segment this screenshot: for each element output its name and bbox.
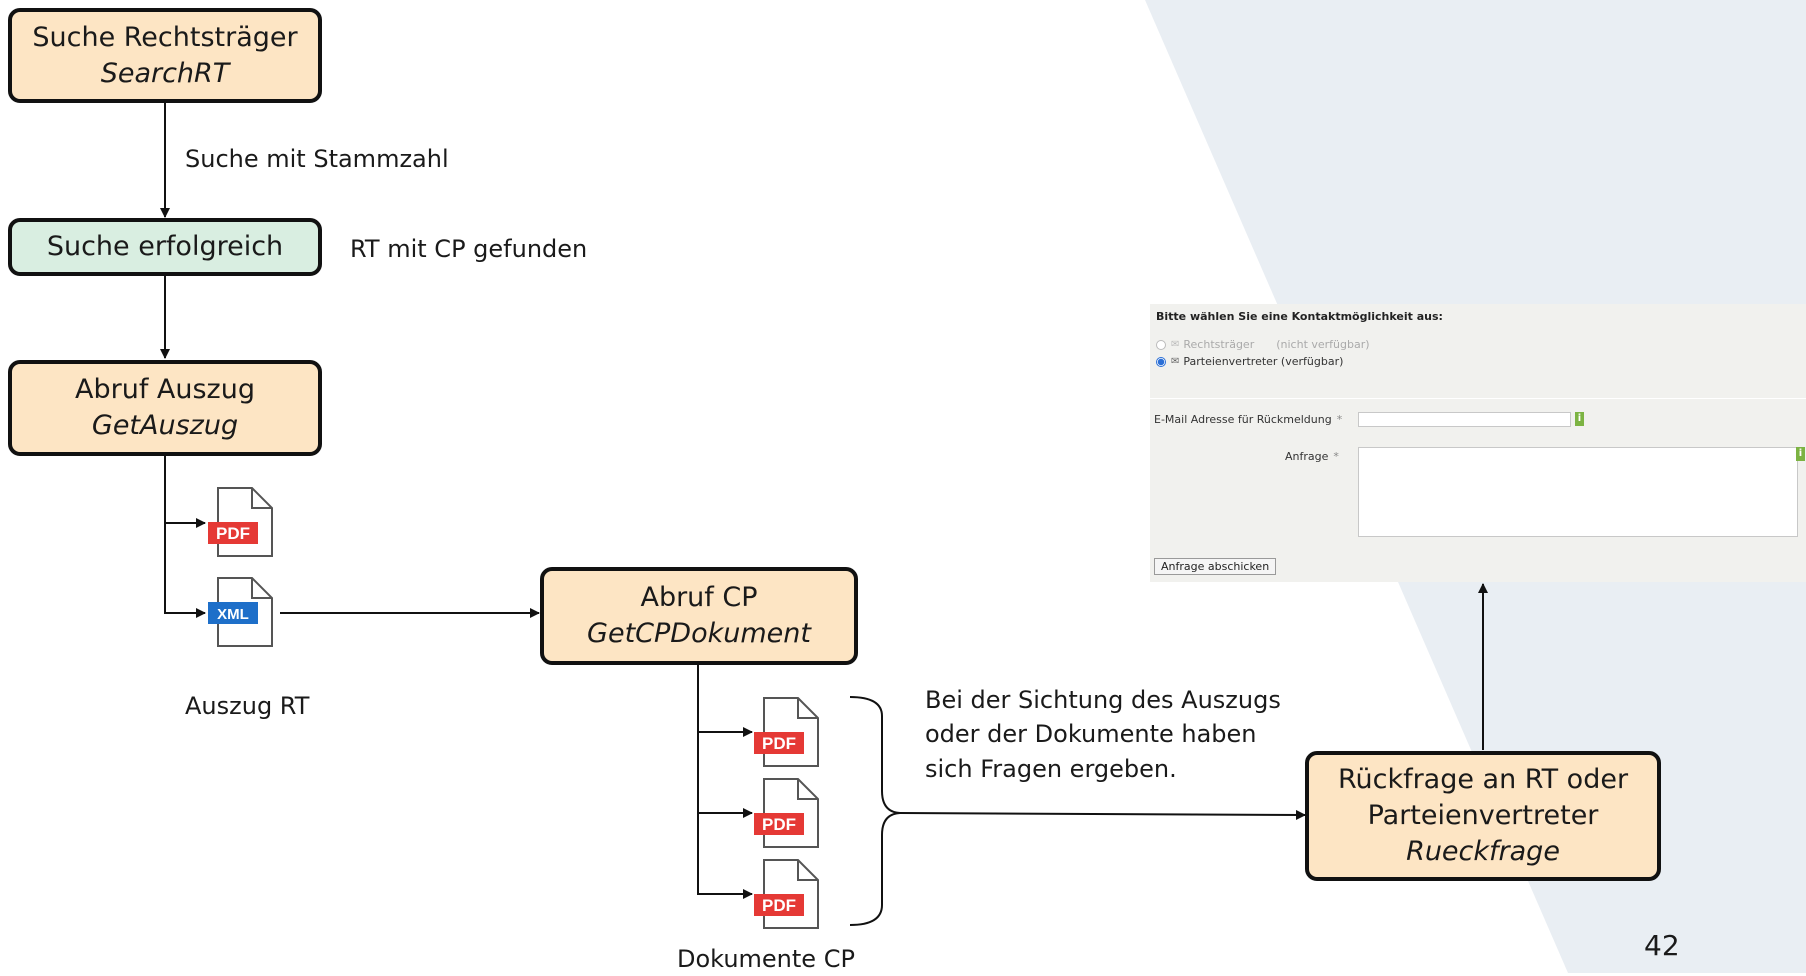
required-mark: * bbox=[1336, 413, 1343, 426]
node-abruf-auszug: Abruf Auszug GetAuszug bbox=[8, 360, 322, 456]
pdf-icon: PDF bbox=[754, 859, 819, 929]
label-questions-line2: oder der Dokumente haben bbox=[925, 720, 1257, 748]
radio-parteienvertreter[interactable] bbox=[1156, 356, 1166, 367]
node-operation: SearchRT bbox=[100, 57, 230, 89]
node-operation: Rueckfrage bbox=[1406, 836, 1560, 867]
label-dokumente-cp: Dokumente CP bbox=[677, 945, 855, 973]
label-auszug-rt: Auszug RT bbox=[185, 692, 310, 720]
node-title: Suche Rechtsträger bbox=[32, 21, 298, 53]
node-title: Suche erfolgreich bbox=[46, 231, 284, 262]
form-heading: Bitte wählen Sie eine Kontaktmöglichkeit… bbox=[1156, 310, 1443, 323]
radio-rechtstraeger[interactable] bbox=[1156, 339, 1166, 350]
xml-label: XML bbox=[217, 606, 249, 623]
node-abruf-cp: Abruf CP GetCPDokument bbox=[540, 567, 858, 665]
required-mark: * bbox=[1333, 450, 1339, 463]
label-suche-stammzahl: Suche mit Stammzahl bbox=[185, 145, 449, 173]
node-title-line2: Parteienvertreter bbox=[1367, 800, 1599, 831]
node-search-success: Suche erfolgreich bbox=[8, 218, 322, 276]
option-parteienvertreter-label: Parteienvertreter (verfügbar) bbox=[1183, 355, 1344, 368]
request-label-text: Anfrage bbox=[1285, 450, 1329, 463]
xml-icon: XML bbox=[208, 577, 273, 647]
option-rechtstraeger[interactable]: ✉ Rechtsträger (nicht verfügbar) bbox=[1156, 338, 1370, 351]
node-operation: GetCPDokument bbox=[587, 618, 811, 649]
node-rueckfrage: Rückfrage an RT oder Parteienvertreter R… bbox=[1305, 751, 1661, 881]
brace-documents bbox=[849, 696, 901, 926]
pdf-label: PDF bbox=[762, 896, 796, 915]
info-icon[interactable]: i bbox=[1796, 447, 1805, 461]
request-field-label: Anfrage * bbox=[1285, 450, 1339, 463]
pdf-icon: PDF bbox=[754, 697, 819, 767]
email-label-text: E-Mail Adresse für Rückmeldung bbox=[1154, 413, 1332, 426]
email-field-label: E-Mail Adresse für Rückmeldung * bbox=[1154, 413, 1342, 426]
form-separator bbox=[1150, 398, 1806, 399]
node-operation: GetAuszug bbox=[91, 410, 239, 441]
pdf-label: PDF bbox=[762, 734, 796, 753]
node-search-rechtstraeger: Suche Rechtsträger SearchRT bbox=[8, 8, 322, 103]
page-number: 42 bbox=[1644, 929, 1680, 962]
label-rt-cp-gefunden: RT mit CP gefunden bbox=[350, 235, 588, 263]
label-questions-line1: Bei der Sichtung des Auszugs bbox=[925, 686, 1281, 714]
node-title: Abruf Auszug bbox=[75, 374, 255, 405]
node-title: Abruf CP bbox=[640, 582, 758, 613]
pdf-icon: PDF bbox=[208, 487, 273, 557]
request-textarea[interactable] bbox=[1358, 447, 1798, 537]
pdf-icon: PDF bbox=[754, 778, 819, 848]
contact-form-screenshot: Bitte wählen Sie eine Kontaktmöglichkeit… bbox=[1150, 304, 1806, 582]
envelope-icon: ✉ bbox=[1171, 356, 1180, 367]
option-rechtstraeger-status: (nicht verfügbar) bbox=[1276, 338, 1370, 351]
info-icon[interactable]: i bbox=[1575, 412, 1584, 426]
submit-request-button[interactable]: Anfrage abschicken bbox=[1154, 558, 1277, 575]
envelope-icon: ✉ bbox=[1171, 339, 1180, 350]
email-field[interactable] bbox=[1358, 412, 1571, 427]
option-parteienvertreter[interactable]: ✉ Parteienvertreter (verfügbar) bbox=[1156, 355, 1343, 368]
arrow-brace-to-rueckfrage bbox=[899, 809, 1306, 820]
option-rechtstraeger-label: Rechtsträger bbox=[1183, 338, 1255, 351]
pdf-label: PDF bbox=[762, 815, 796, 834]
pdf-label: PDF bbox=[216, 524, 250, 543]
node-title-line1: Rückfrage an RT oder bbox=[1337, 764, 1629, 795]
label-questions-line3: sich Fragen ergeben. bbox=[925, 755, 1177, 783]
